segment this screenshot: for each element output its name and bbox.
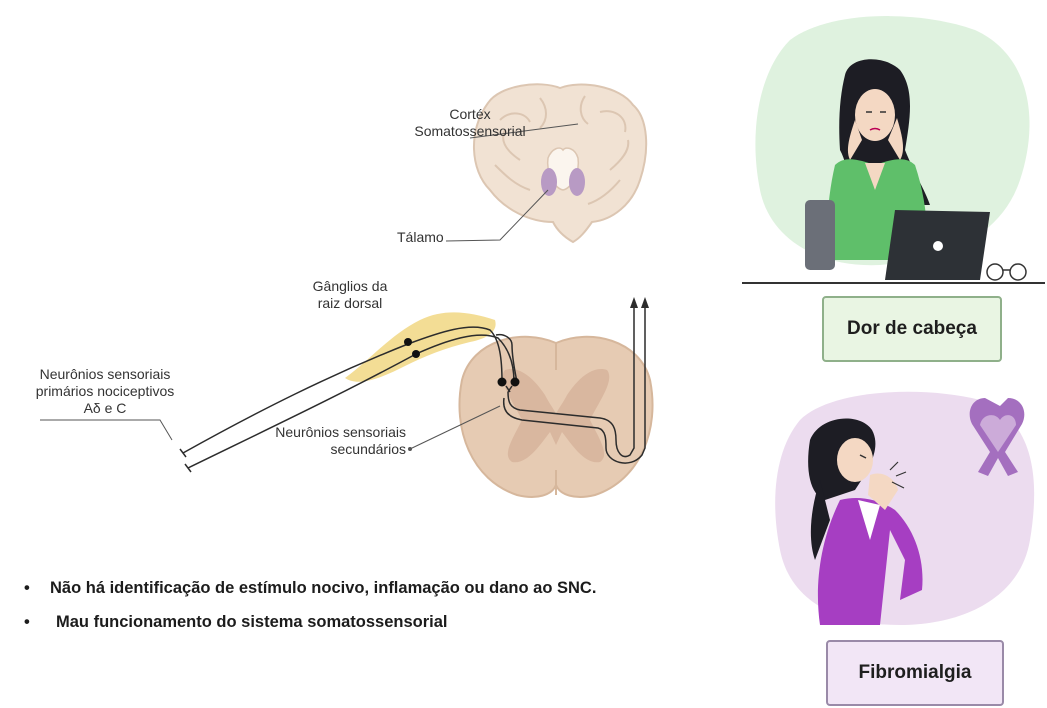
bullet-item: • Mau funcionamento do sistema somatossen… bbox=[22, 612, 596, 646]
cortex-label: Cortéx Somatossensorial bbox=[380, 106, 560, 140]
bullet-text-2: Mau funcionamento do sistema somatossens… bbox=[50, 613, 448, 631]
ganglion-cell-body-1 bbox=[404, 338, 412, 346]
arrow-up-1 bbox=[630, 297, 638, 308]
bullet-text-1: Não há identificação de estímulo nocivo,… bbox=[50, 579, 596, 597]
ganglia-label-line2: raiz dorsal bbox=[300, 295, 400, 312]
secondary-neurons-label: Neurônios sensoriais secundários bbox=[256, 424, 406, 458]
spinal-cord-illustration bbox=[459, 337, 652, 497]
primary-neuron-pointer-line bbox=[40, 420, 172, 440]
bullet-list: • Não há identificação de estímulo nocivo… bbox=[22, 578, 596, 646]
primary-neurons-label: Neurônios sensoriais primários nocicepti… bbox=[14, 366, 196, 417]
cortex-label-line2: Somatossensorial bbox=[380, 123, 560, 140]
synapse-dot-2 bbox=[511, 378, 520, 387]
woman-headache-illustration bbox=[742, 16, 1045, 283]
ganglia-label-line1: Gânglios da bbox=[300, 278, 400, 295]
ganglion-cell-body-2 bbox=[412, 350, 420, 358]
secondary-neurons-line2: secundários bbox=[256, 441, 406, 458]
headache-tag: Dor de cabeça bbox=[822, 296, 1002, 362]
fibromyalgia-tag: Fibromialgia bbox=[826, 640, 1004, 706]
cortex-label-line1: Cortéx bbox=[380, 106, 560, 123]
synapse-dot-1 bbox=[498, 378, 507, 387]
primary-neurons-line3: Aδ e C bbox=[14, 400, 196, 417]
bullet-dot: • bbox=[24, 578, 30, 598]
primary-neurons-line1: Neurônios sensoriais bbox=[14, 366, 196, 383]
primary-neurons-line2: primários nociceptivos bbox=[14, 383, 196, 400]
thalamus-label: Tálamo bbox=[397, 229, 444, 246]
secondary-neurons-line1: Neurônios sensoriais bbox=[256, 424, 406, 441]
ganglia-label: Gânglios da raiz dorsal bbox=[300, 278, 400, 312]
arrow-up-2 bbox=[641, 297, 649, 308]
bullet-item: • Não há identificação de estímulo nocivo… bbox=[22, 578, 596, 612]
bullet-dot: • bbox=[24, 612, 30, 632]
